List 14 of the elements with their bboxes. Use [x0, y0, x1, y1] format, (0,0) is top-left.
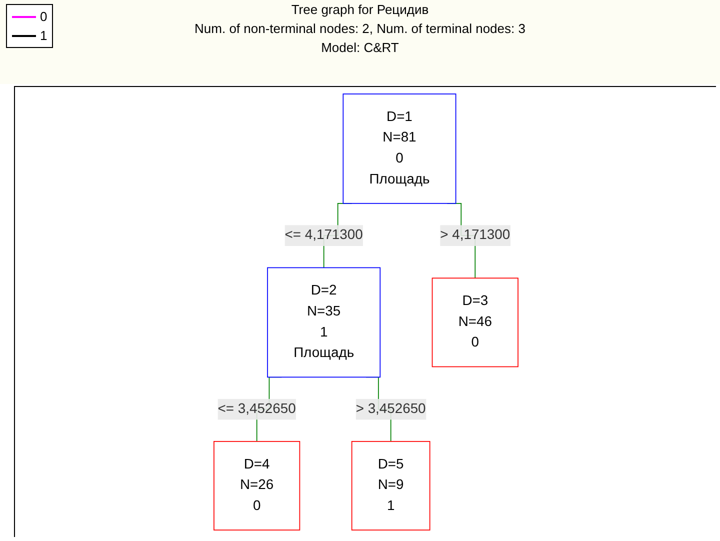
chart-title: Tree graph for Рецидив	[291, 2, 429, 17]
node-box: D=4 N=26 0	[213, 441, 300, 530]
subtitle: Model: C&RT	[321, 40, 399, 55]
subtitle: Num. of non-terminal nodes: 2, Num. of terminal nodes: 3	[194, 21, 526, 36]
edge-label: <= 3,452650	[217, 401, 296, 416]
edge-label: > 3,452650	[355, 401, 426, 416]
edge-label: > 4,171300	[440, 228, 510, 243]
edge-label: <= 4,171300	[284, 228, 362, 243]
node-box: D=1 N=81 0 Площадь	[342, 94, 456, 204]
node-box: D=3 N=46 0	[431, 278, 518, 368]
node-box: D=2 N=35 1 Площадь	[266, 267, 380, 378]
legend-label: 1	[40, 27, 48, 45]
legend-label: 0	[40, 8, 48, 26]
node-box: D=5 N=9 1	[350, 441, 430, 530]
